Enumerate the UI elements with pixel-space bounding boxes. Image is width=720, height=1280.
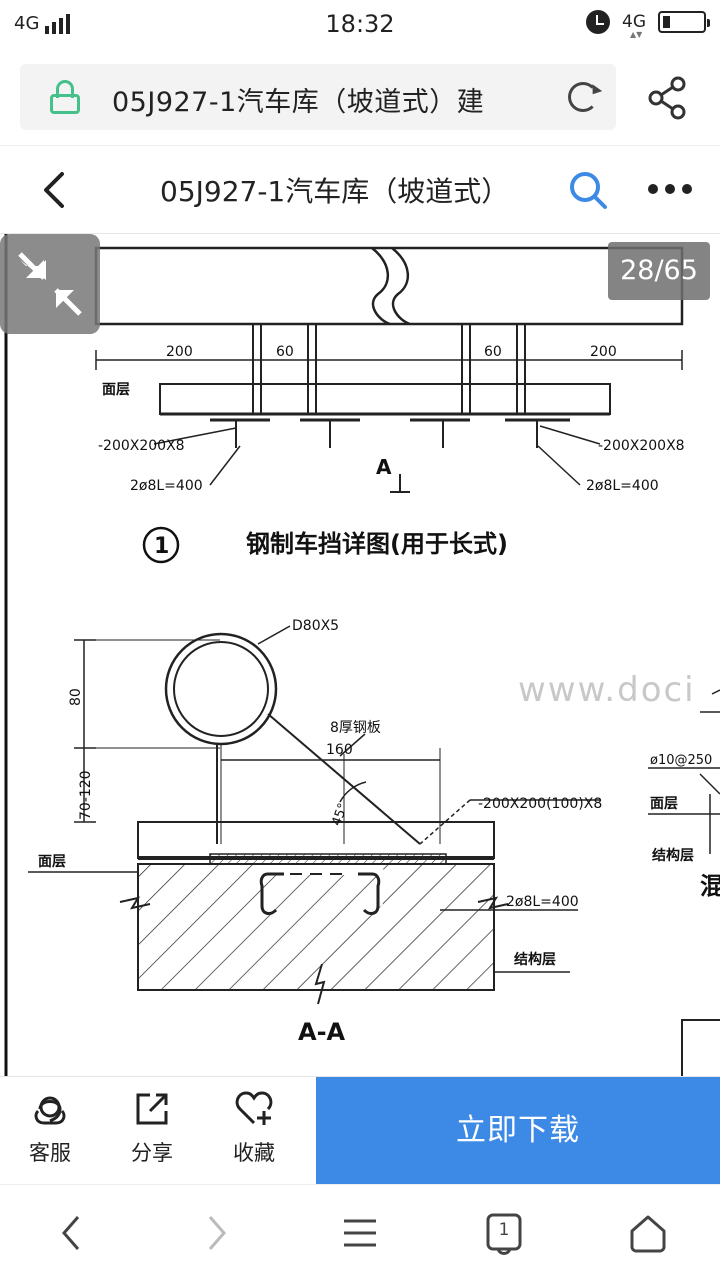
dim-70-120: 70-120 [78, 770, 94, 820]
signal-bars-icon [45, 12, 71, 34]
right-structure-label: 结构层 [652, 847, 694, 864]
menu-icon[interactable] [338, 1211, 382, 1255]
browser-toolbar: 05J927-1汽车库（坡道式）建 [0, 50, 720, 146]
tabs-button[interactable]: 1 [482, 1211, 526, 1255]
network-type-left: 4G [14, 13, 40, 34]
dim-60-right: 60 [484, 344, 502, 360]
steel-plate-label: 8厚钢板 [330, 720, 381, 736]
search-icon[interactable] [568, 170, 608, 210]
adjacent-detail [648, 689, 720, 1076]
share-icon[interactable] [646, 76, 690, 120]
detail-number: 1 [154, 534, 169, 559]
battery-icon [658, 11, 710, 33]
surface-label: 面层 [102, 382, 130, 398]
dim-160: 160 [326, 742, 353, 758]
service-label: 客服 [29, 1141, 71, 1165]
document-viewer[interactable]: 200 60 60 200 面层 -200X200X8 -200X200X8 2… [0, 234, 720, 1076]
right-detail-char: 混 [700, 872, 720, 900]
section-mark-a: A [376, 455, 392, 479]
network-type-right-label: 4G [622, 12, 646, 32]
alarm-icon [586, 10, 610, 34]
more-menu-icon[interactable] [648, 184, 692, 194]
favorite-label: 收藏 [233, 1141, 275, 1165]
bar-right-label: 2ø8L=400 [586, 478, 659, 494]
page-title: 05J927-1汽车库（坡道式） [160, 170, 540, 210]
status-icons: 4G ▲▼ [586, 10, 710, 39]
tab-count: 1 [498, 1220, 510, 1240]
share-label: 分享 [131, 1141, 173, 1165]
section-surface-label: 面层 [38, 854, 66, 870]
tabs-icon [486, 1213, 522, 1255]
bar-left-label: 2ø8L=400 [130, 478, 203, 494]
download-button[interactable]: 立即下载 [316, 1077, 720, 1185]
dim-200-left: 200 [166, 344, 193, 360]
nav-forward-icon[interactable] [194, 1211, 238, 1255]
share-out-icon [136, 1093, 168, 1125]
signal-indicator: 4G [14, 12, 71, 34]
dim-60-left: 60 [276, 344, 294, 360]
nav-back-icon[interactable] [50, 1211, 94, 1255]
fullscreen-toggle-icon[interactable] [0, 234, 100, 334]
section-bar-label: 2ø8L=400 [506, 894, 579, 910]
address-bar[interactable]: 05J927-1汽车库（坡道式）建 [20, 64, 616, 130]
browser-nav-bar: 1 [0, 1184, 720, 1280]
network-type-right: 4G ▲▼ [622, 12, 646, 39]
plate-left-label: -200X200X8 [98, 438, 185, 454]
headset-icon [34, 1096, 66, 1125]
detail-number-circle [142, 526, 180, 564]
plate-right-label: -200X200X8 [598, 438, 685, 454]
service-button[interactable]: 客服 [14, 1089, 86, 1167]
reload-icon[interactable] [568, 82, 598, 112]
watermark: www.doci [518, 670, 696, 710]
right-rebar-label: ø10@250 [650, 753, 712, 768]
status-bar: 4G 18:32 4G ▲▼ [0, 0, 720, 50]
clock: 18:32 [325, 10, 395, 38]
page-header: 05J927-1汽车库（坡道式） [0, 146, 720, 234]
action-bar: 客服 分享 收藏 立即下载 [0, 1076, 720, 1185]
data-arrows-icon: ▲▼ [630, 30, 643, 39]
back-arrow-icon[interactable] [36, 170, 76, 210]
favorite-button[interactable]: 收藏 [218, 1089, 290, 1167]
section-a-a [28, 625, 600, 1005]
home-icon[interactable] [626, 1211, 670, 1255]
detail-title: 钢制车挡详图(用于长式) [246, 530, 508, 558]
url-text[interactable]: 05J927-1汽车库（坡道式）建 [112, 87, 485, 118]
dim-200-right: 200 [590, 344, 617, 360]
section-title: A-A [298, 1018, 346, 1046]
angle-45: 45° [329, 801, 351, 828]
lock-icon [50, 80, 80, 114]
pipe-label: D80X5 [292, 618, 339, 634]
share-action-button[interactable]: 分享 [116, 1089, 188, 1167]
dim-80: 80 [68, 688, 84, 706]
page-counter: 28/65 [608, 242, 710, 300]
right-surface-label: 面层 [650, 796, 678, 812]
plate-section-label: -200X200(100)X8 [478, 796, 602, 812]
drawing-canvas: 200 60 60 200 面层 -200X200X8 -200X200X8 2… [4, 234, 720, 1076]
heart-plus-icon [235, 1091, 273, 1125]
structure-label: 结构层 [514, 951, 556, 968]
